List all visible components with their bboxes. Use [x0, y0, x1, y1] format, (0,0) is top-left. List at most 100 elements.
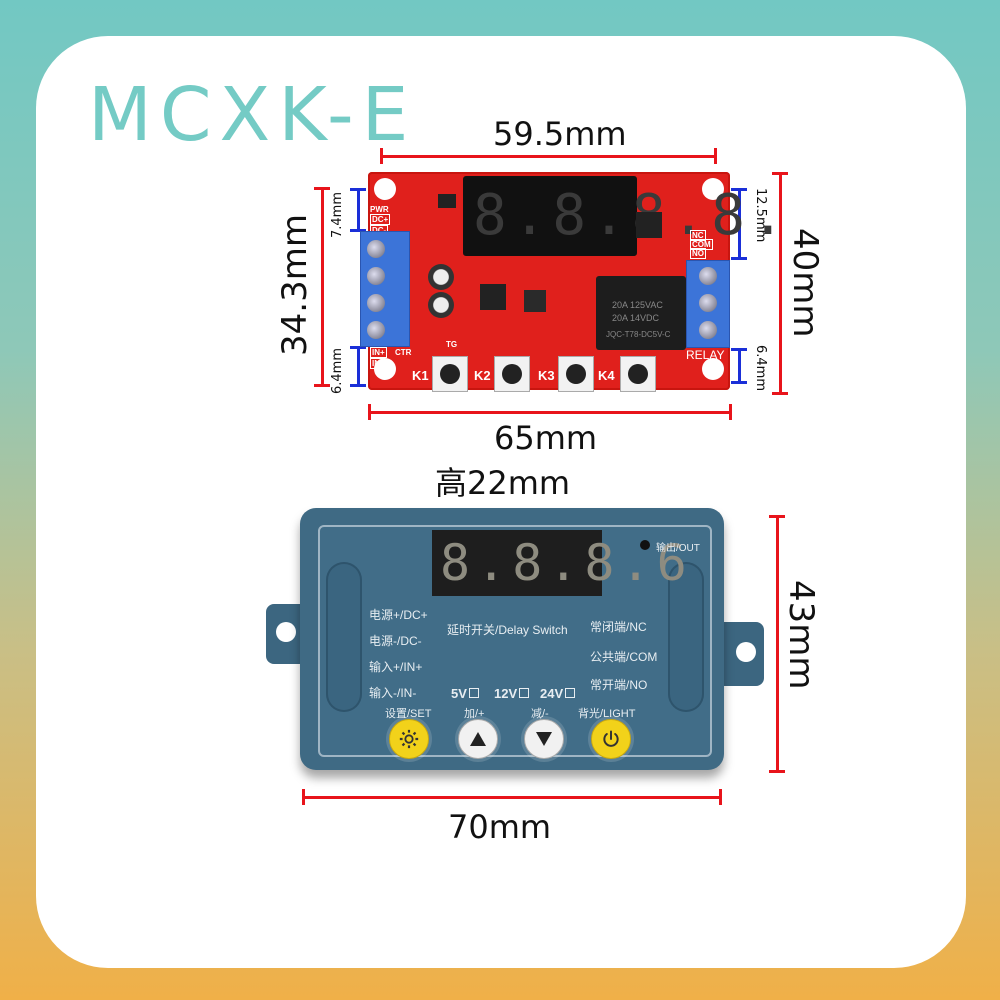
label-relay: RELAY: [686, 348, 725, 362]
power-input-terminal: [360, 231, 410, 347]
dim-pcb-height-left: 34.3mm: [275, 214, 315, 356]
dim-sub-line: [738, 349, 741, 383]
dim-tick: [314, 187, 330, 190]
checkbox-icon[interactable]: [519, 688, 530, 698]
plus-button[interactable]: [458, 719, 498, 759]
label-no: NO: [690, 248, 706, 259]
dim-sub-tick: [731, 348, 747, 351]
dim-tick: [368, 404, 371, 420]
dim-pcb-top-width: 59.5mm: [493, 115, 627, 153]
enclosure-display-digits: 8.8.8.6: [440, 534, 693, 592]
voltage-regulator-chip: [438, 194, 456, 208]
power-icon: [603, 730, 619, 747]
dim-sub-tick: [350, 384, 366, 387]
side-slot-left: [326, 562, 362, 712]
dim-sub-tick: [731, 188, 747, 191]
label-ctr: CTR: [395, 348, 412, 357]
label-dc-plus: 电源+/DC+: [369, 608, 428, 622]
relay-model: JQC-T78-DC5V-C: [606, 330, 671, 339]
capacitor: [428, 292, 454, 318]
label-in-minus: 输入-/IN-: [369, 686, 417, 700]
voltage-12v-label: 12V: [494, 686, 518, 701]
relay-rating-dc: 20A 14VDC: [612, 313, 660, 323]
dim-tick: [729, 404, 732, 420]
triangle-up-icon: [470, 732, 486, 746]
capacitor: [428, 264, 454, 290]
voltage-option-5v: 5V: [451, 686, 479, 701]
relay: 20A 125VAC 20A 14VDC JQC-T78-DC5V-C: [596, 276, 686, 350]
dim-ctr-offset: 6.4mm: [330, 347, 345, 394]
dim-pwr-offset: 7.4mm: [330, 191, 345, 238]
label-nc: 常闭端/NC: [590, 620, 647, 634]
terminal-screw: [699, 267, 717, 285]
label-pwr: PWR: [370, 205, 389, 214]
terminal-screw: [367, 321, 385, 339]
dim-sub-tick: [731, 381, 747, 384]
label-dc-minus: 电源-/DC-: [369, 634, 422, 648]
label-dc-plus: DC+: [370, 214, 391, 225]
button-cap: [440, 364, 460, 384]
label-com: 公共端/COM: [590, 650, 658, 664]
label-k3: K3: [538, 368, 555, 383]
device-title: 延时开关/Delay Switch: [447, 623, 568, 637]
brand-logo: MCXK-E: [88, 72, 417, 158]
label-set: 设置/SET: [385, 708, 432, 720]
dim-sub-tick: [350, 346, 366, 349]
enclosure-led-display: 8.8.8.6: [432, 530, 687, 596]
terminal-screw: [367, 240, 385, 258]
optocoupler-chip: [636, 212, 662, 238]
label-k1: K1: [412, 368, 429, 383]
minus-button[interactable]: [524, 719, 564, 759]
backlight-button[interactable]: [591, 719, 631, 759]
label-k2: K2: [474, 368, 491, 383]
dim-tick: [714, 148, 717, 164]
label-light: 背光/LIGHT: [578, 708, 636, 720]
dim-tick: [772, 392, 788, 395]
dim-tick: [719, 789, 722, 805]
checkbox-icon[interactable]: [468, 688, 479, 698]
gear-icon: [399, 729, 419, 749]
dim-case-depth: 43mm: [781, 580, 821, 690]
dim-tick: [772, 172, 788, 175]
side-slot-right: [668, 562, 704, 712]
button-cap: [502, 364, 522, 384]
mount-hole: [736, 642, 756, 662]
dim-sub-line: [738, 189, 741, 259]
pcb-button-k1[interactable]: [432, 356, 468, 392]
terminal-screw: [367, 294, 385, 312]
pcb-button-k2[interactable]: [494, 356, 530, 392]
dim-sub-tick: [350, 229, 366, 232]
label-tg: TG: [446, 340, 458, 349]
dim-tick: [302, 789, 305, 805]
set-button[interactable]: [389, 719, 429, 759]
dim-tick: [314, 384, 330, 387]
checkbox-icon[interactable]: [565, 688, 576, 698]
output-led-indicator: [640, 540, 650, 550]
voltage-option-12v: 12V: [494, 686, 530, 701]
dim-line-case-width: [302, 796, 722, 799]
dim-case-height: 高22mm: [435, 464, 571, 502]
dim-sub-tick: [731, 257, 747, 260]
relay-output-terminal: [686, 260, 730, 348]
dim-tick: [769, 770, 785, 773]
terminal-screw: [699, 294, 717, 312]
dim-sub-line: [357, 347, 360, 387]
dim-sub-line: [357, 189, 360, 231]
mount-hole: [702, 358, 724, 380]
dim-line-left: [321, 188, 324, 386]
label-in-plus: 输入+/IN+: [369, 660, 423, 674]
terminal-screw: [367, 267, 385, 285]
mount-hole: [374, 358, 396, 380]
mount-hole: [374, 178, 396, 200]
dim-line-right: [779, 173, 782, 395]
pcb-led-display: 8.8.8.8.: [463, 176, 785, 256]
optocoupler-chip: [480, 284, 506, 310]
voltage-5v-label: 5V: [451, 686, 467, 701]
triangle-down-icon: [536, 732, 552, 746]
button-cap: [628, 364, 648, 384]
pcb-button-k4[interactable]: [620, 356, 656, 392]
relay-rating-ac: 20A 125VAC: [612, 300, 663, 310]
dim-case-width: 70mm: [448, 808, 552, 846]
pcb-button-k3[interactable]: [558, 356, 594, 392]
voltage-option-24v: 24V: [540, 686, 576, 701]
